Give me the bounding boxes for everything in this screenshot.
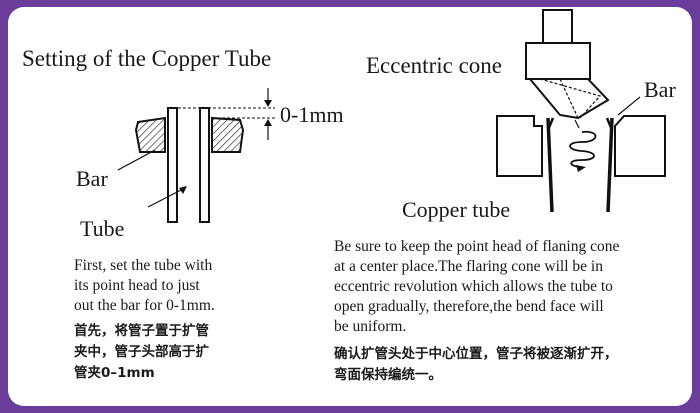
right-title: Eccentric cone — [366, 53, 502, 78]
cone-body — [525, 42, 591, 80]
bar-clamp-left — [134, 116, 166, 153]
left-title: Setting of the Copper Tube — [22, 46, 272, 71]
tube-label: Tube — [80, 216, 125, 241]
copper-tube-label: Copper tube — [402, 197, 511, 222]
cone-shaft — [542, 9, 573, 44]
instruction-cn-left: 首先，将管子置于扩管 夹中，管子头部高于扩 管夹0–1mm — [74, 323, 209, 381]
instruction-cn-right: 确认扩管头处于中心位置，管子将被逐渐扩开， 弯面保持编统一。 — [334, 346, 618, 383]
bar-clamp-right — [211, 116, 245, 153]
bar-clamp-right-right-diagram — [614, 115, 666, 177]
dimension-label: 0-1mm — [280, 102, 344, 127]
rotation-spiral — [569, 130, 597, 168]
bar-clamp-left-right-diagram — [496, 115, 543, 177]
instruction-en-left: First, set the tube with its point head … — [74, 257, 215, 314]
tube-wall-left — [167, 107, 178, 223]
instruction-en-right: Be sure to keep the point head of flanin… — [334, 238, 620, 335]
tube-wall-right — [199, 107, 210, 223]
bar-label-left: Bar — [76, 166, 108, 191]
bar-label-right: Bar — [644, 77, 676, 102]
